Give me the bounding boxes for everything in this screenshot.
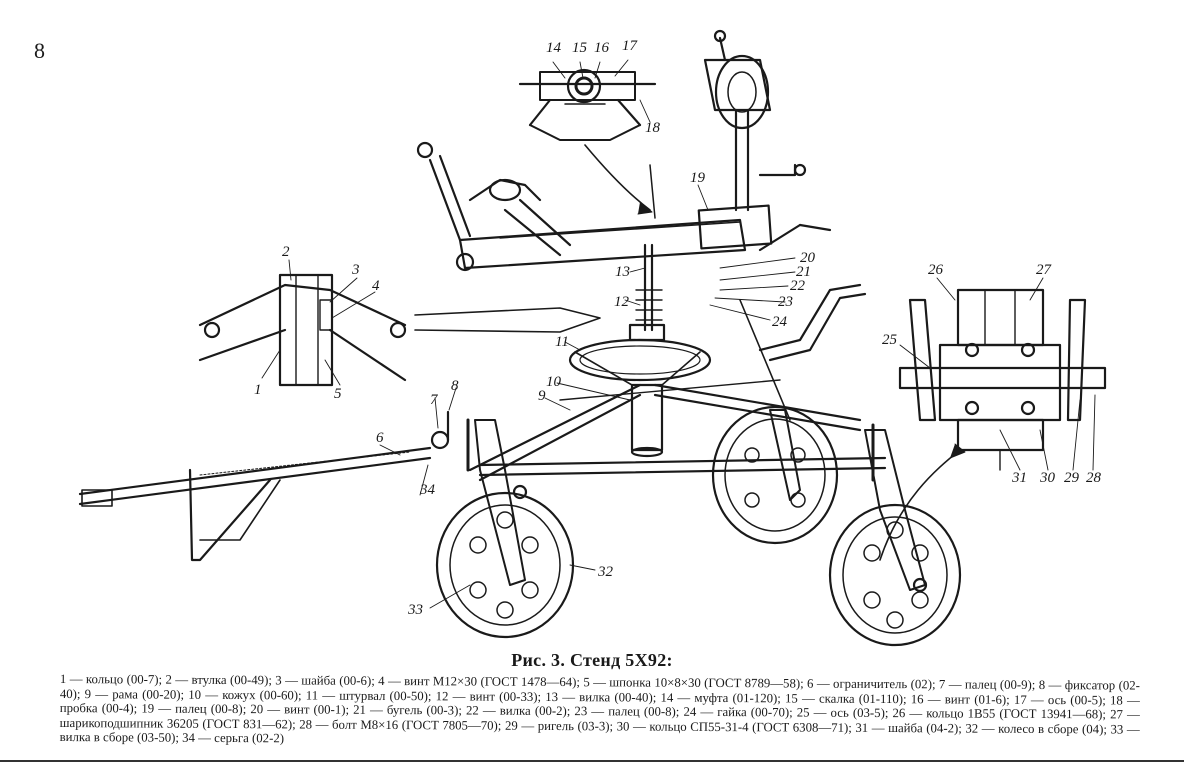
legend-entry: 16 — винт (01-6); xyxy=(910,691,1014,707)
callout-9: 9 xyxy=(538,388,546,404)
legend-entry: 15 — скалка (01-110); xyxy=(784,691,911,706)
callout-26: 26 xyxy=(928,262,944,278)
callout-18: 18 xyxy=(645,120,661,136)
callout-6: 6 xyxy=(376,430,384,446)
callout-22: 22 xyxy=(790,278,806,294)
page-number: 8 xyxy=(34,38,45,63)
legend-entry: 29 — ригель (03-3); xyxy=(504,718,617,734)
detail-hinge-top xyxy=(518,68,657,141)
callout-23: 23 xyxy=(778,294,793,310)
detail-axle-section xyxy=(898,288,1107,471)
legend-entry: 5 — шпонка 10×8×30 (ГОСТ 8789—58); xyxy=(583,675,808,691)
callout-14: 14 xyxy=(546,40,562,56)
legend-entry: 31 — шайба (04-2); xyxy=(855,720,966,736)
stand-technical-drawing: 1 2 3 4 5 6 7 8 9 10 11 12 13 14 15 16 1… xyxy=(78,29,1107,647)
legend-entry: 25 — ось (03-5); xyxy=(796,705,893,721)
legend-entry: 17 — ось (00-5); xyxy=(1013,692,1111,708)
callout-17: 17 xyxy=(622,38,639,54)
callout-4: 4 xyxy=(372,278,380,294)
callout-numbers: 1 2 3 4 5 6 7 8 9 10 11 12 13 14 15 16 1… xyxy=(254,38,1102,618)
legend-entry: 11 — штурвал (00-50); xyxy=(305,688,436,703)
wheel-front-right xyxy=(828,423,962,647)
upper-arm-assembly xyxy=(416,141,773,272)
callout-29: 29 xyxy=(1064,470,1080,486)
detail-bushing-left xyxy=(198,273,407,387)
legend-entry: 1 — кольцо (00-7); xyxy=(59,672,166,687)
callout-32: 32 xyxy=(597,564,614,580)
legend-entry: 23 — палец (00-8); xyxy=(574,704,684,719)
legend-entry: 19 — палец (00-8); xyxy=(141,701,251,717)
legend-entry: 4 — винт М12×30 (ГОСТ 1478—64); xyxy=(378,673,584,690)
callout-20: 20 xyxy=(800,250,816,266)
figure-legend: 1 — кольцо (00-7); 2 — втулка (00-49); 3… xyxy=(60,672,1140,752)
legend-entry: 14 — муфта (01-120); xyxy=(660,690,786,706)
frame xyxy=(468,223,887,482)
callout-10: 10 xyxy=(546,374,562,390)
legend-entry: 30 — кольцо СП55-31-4 (ГОСТ 6308—71); xyxy=(616,719,856,735)
callout-34: 34 xyxy=(419,482,436,498)
wheel-front-left xyxy=(435,418,575,639)
callout-21: 21 xyxy=(796,264,811,280)
callout-13: 13 xyxy=(615,264,630,280)
callout-30: 30 xyxy=(1039,470,1056,486)
callout-1: 1 xyxy=(254,382,262,398)
figure-title: Рис. 3. Стенд 5Х92: xyxy=(511,650,673,670)
legend-entry: 34 — серьга (02-2) xyxy=(182,731,285,746)
tow-bar xyxy=(78,410,450,562)
callout-24: 24 xyxy=(772,314,788,330)
callout-27: 27 xyxy=(1036,262,1053,278)
legend-entry: 13 — вилка (00-40); xyxy=(545,689,661,705)
callout-7: 7 xyxy=(430,392,439,408)
legend-entry: 9 — рама (00-20); xyxy=(84,686,189,702)
callout-25: 25 xyxy=(882,332,898,348)
callout-31: 31 xyxy=(1011,470,1027,486)
legend-entry: 32 — колесо в сборе (04); xyxy=(965,721,1111,737)
legend-entry: 24 — гайка (00-70); xyxy=(683,704,797,720)
legend-entry: 20 — винт (00-1); xyxy=(250,702,354,717)
legend-entry: 3 — шайба (00-6); xyxy=(275,673,379,688)
callout-19: 19 xyxy=(690,170,706,186)
callout-2: 2 xyxy=(282,244,290,260)
wheel-rear-left xyxy=(711,405,839,545)
callout-3: 3 xyxy=(351,262,360,278)
callout-11: 11 xyxy=(555,334,569,350)
legend-entry: 6 — ограничитель (02); xyxy=(807,676,939,692)
legend-entry: 28 — болт М8×16 (ГОСТ 7805—70); xyxy=(299,717,506,733)
legend-entry: 7 — палец (00-9); xyxy=(938,677,1039,692)
detail-arrows xyxy=(414,144,966,561)
central-column xyxy=(568,243,712,458)
callout-28: 28 xyxy=(1086,470,1102,486)
legend-entry: 2 — втулка (00-49); xyxy=(165,672,276,688)
legend-entry: 22 — вилка (00-2); xyxy=(465,703,575,719)
callout-8: 8 xyxy=(451,378,459,394)
callout-5: 5 xyxy=(334,386,342,402)
callout-33: 33 xyxy=(407,602,423,618)
callout-16: 16 xyxy=(594,40,610,56)
legend-entry: 10 — кожух (00-60); xyxy=(188,687,306,703)
callout-12: 12 xyxy=(614,294,630,310)
detail-caster-top-right xyxy=(703,29,807,212)
legend-entry: 12 — винт (00-33); xyxy=(435,688,546,704)
legend-entry: 21 — бугель (00-3); xyxy=(353,702,467,718)
callout-15: 15 xyxy=(572,40,588,56)
callout-leaders xyxy=(261,59,1096,609)
page-bottom-rule xyxy=(0,760,1184,762)
legend-entry: 26 — кольцо 1В55 (ГОСТ 13941—68); xyxy=(892,706,1111,722)
